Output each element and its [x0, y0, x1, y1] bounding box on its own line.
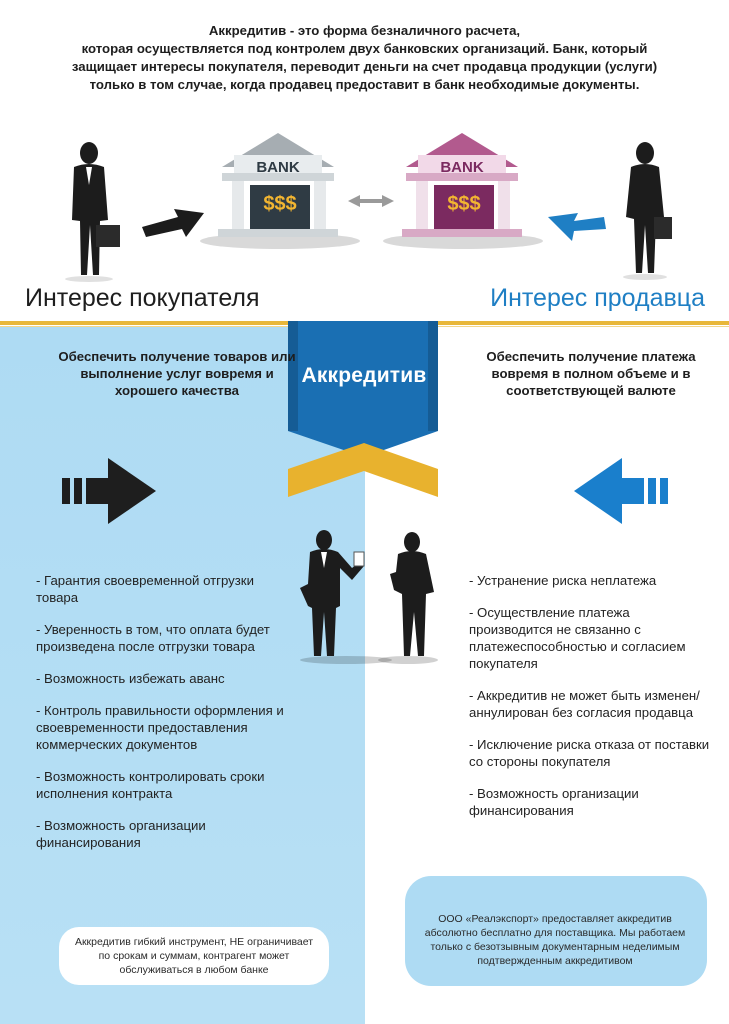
arrow-left-icon: [574, 458, 668, 524]
seller-bank-sign: BANK: [440, 159, 484, 176]
list-item: - Возможность контролировать сроки испол…: [36, 769, 265, 801]
seller-note: ООО «Реалэкспорт» предоставляет аккредит…: [424, 913, 686, 967]
list-item: - Аккредитив не может быть изменен/аннул…: [469, 688, 700, 720]
seller-note-box: [405, 876, 707, 986]
list-item: - Исключение риска отказа от поставки со…: [469, 737, 710, 769]
arrow-to-bank-icon: [548, 213, 606, 241]
buyer-businessman-icon: [65, 142, 120, 282]
seller-bank-money: $$$: [447, 193, 481, 215]
partners-illustration: [300, 530, 438, 664]
businessman-icon: [300, 530, 365, 656]
list-item: - Возможность избежать аванс: [36, 671, 225, 686]
list-item: - Осуществление платежа производится не …: [469, 605, 686, 671]
seller-benefits-list: - Устранение риска неплатежа - Осуществл…: [469, 572, 714, 834]
arrow-to-bank-icon: [142, 209, 204, 237]
chevron-icon: [288, 443, 438, 497]
seller-goal: Обеспечить получение платежа вовремя в п…: [486, 349, 696, 398]
ribbon-label: Аккредитив: [301, 364, 427, 387]
list-item: - Гарантия своевременной отгрузки товара: [36, 573, 254, 605]
intro-line: которая осуществляется под контролем дву…: [81, 41, 648, 56]
list-item: - Возможность организации финансирования: [469, 786, 639, 818]
list-item: - Возможность организации финансирования: [36, 818, 206, 850]
buyer-bank-icon: [200, 133, 360, 249]
list-item: - Уверенность в том, что оплата будет пр…: [36, 622, 270, 654]
ribbon-graphic: [288, 321, 438, 497]
seller-bank-icon: [383, 133, 543, 249]
intro-line: защищает интересы покупателя, переводит …: [71, 59, 658, 74]
buyer-bank-sign: BANK: [256, 159, 300, 176]
arrow-right-icon: [62, 458, 156, 524]
double-arrow-icon: [348, 195, 394, 207]
ribbon-banner-icon: [288, 321, 438, 457]
buyer-note: Аккредитив гибкий инструмент, НЕ огранич…: [59, 927, 329, 985]
buyer-goal: Обеспечить получение товаров или выполне…: [58, 349, 296, 398]
seller-businesswoman-icon: [623, 142, 672, 280]
buyer-panel: [0, 327, 365, 1024]
buyer-bank-money: $$$: [263, 193, 297, 215]
buyer-interest-title: Интерес покупателя: [25, 284, 260, 312]
intro-line: Аккредитив - это форма безналичного расч…: [208, 23, 521, 38]
intro-text: Аккредитив - это форма безналичного расч…: [20, 22, 709, 94]
intro-line: только в том случае, когда продавец пред…: [89, 77, 640, 92]
banks-illustration: [65, 133, 672, 282]
businesswoman-icon: [390, 532, 434, 656]
buyer-benefits-list: - Гарантия своевременной отгрузки товара…: [36, 572, 286, 866]
list-item: - Устранение риска неплатежа: [469, 573, 657, 588]
list-item: - Контроль правильности оформления и сво…: [36, 703, 284, 752]
seller-interest-title: Интерес продавца: [490, 284, 705, 312]
